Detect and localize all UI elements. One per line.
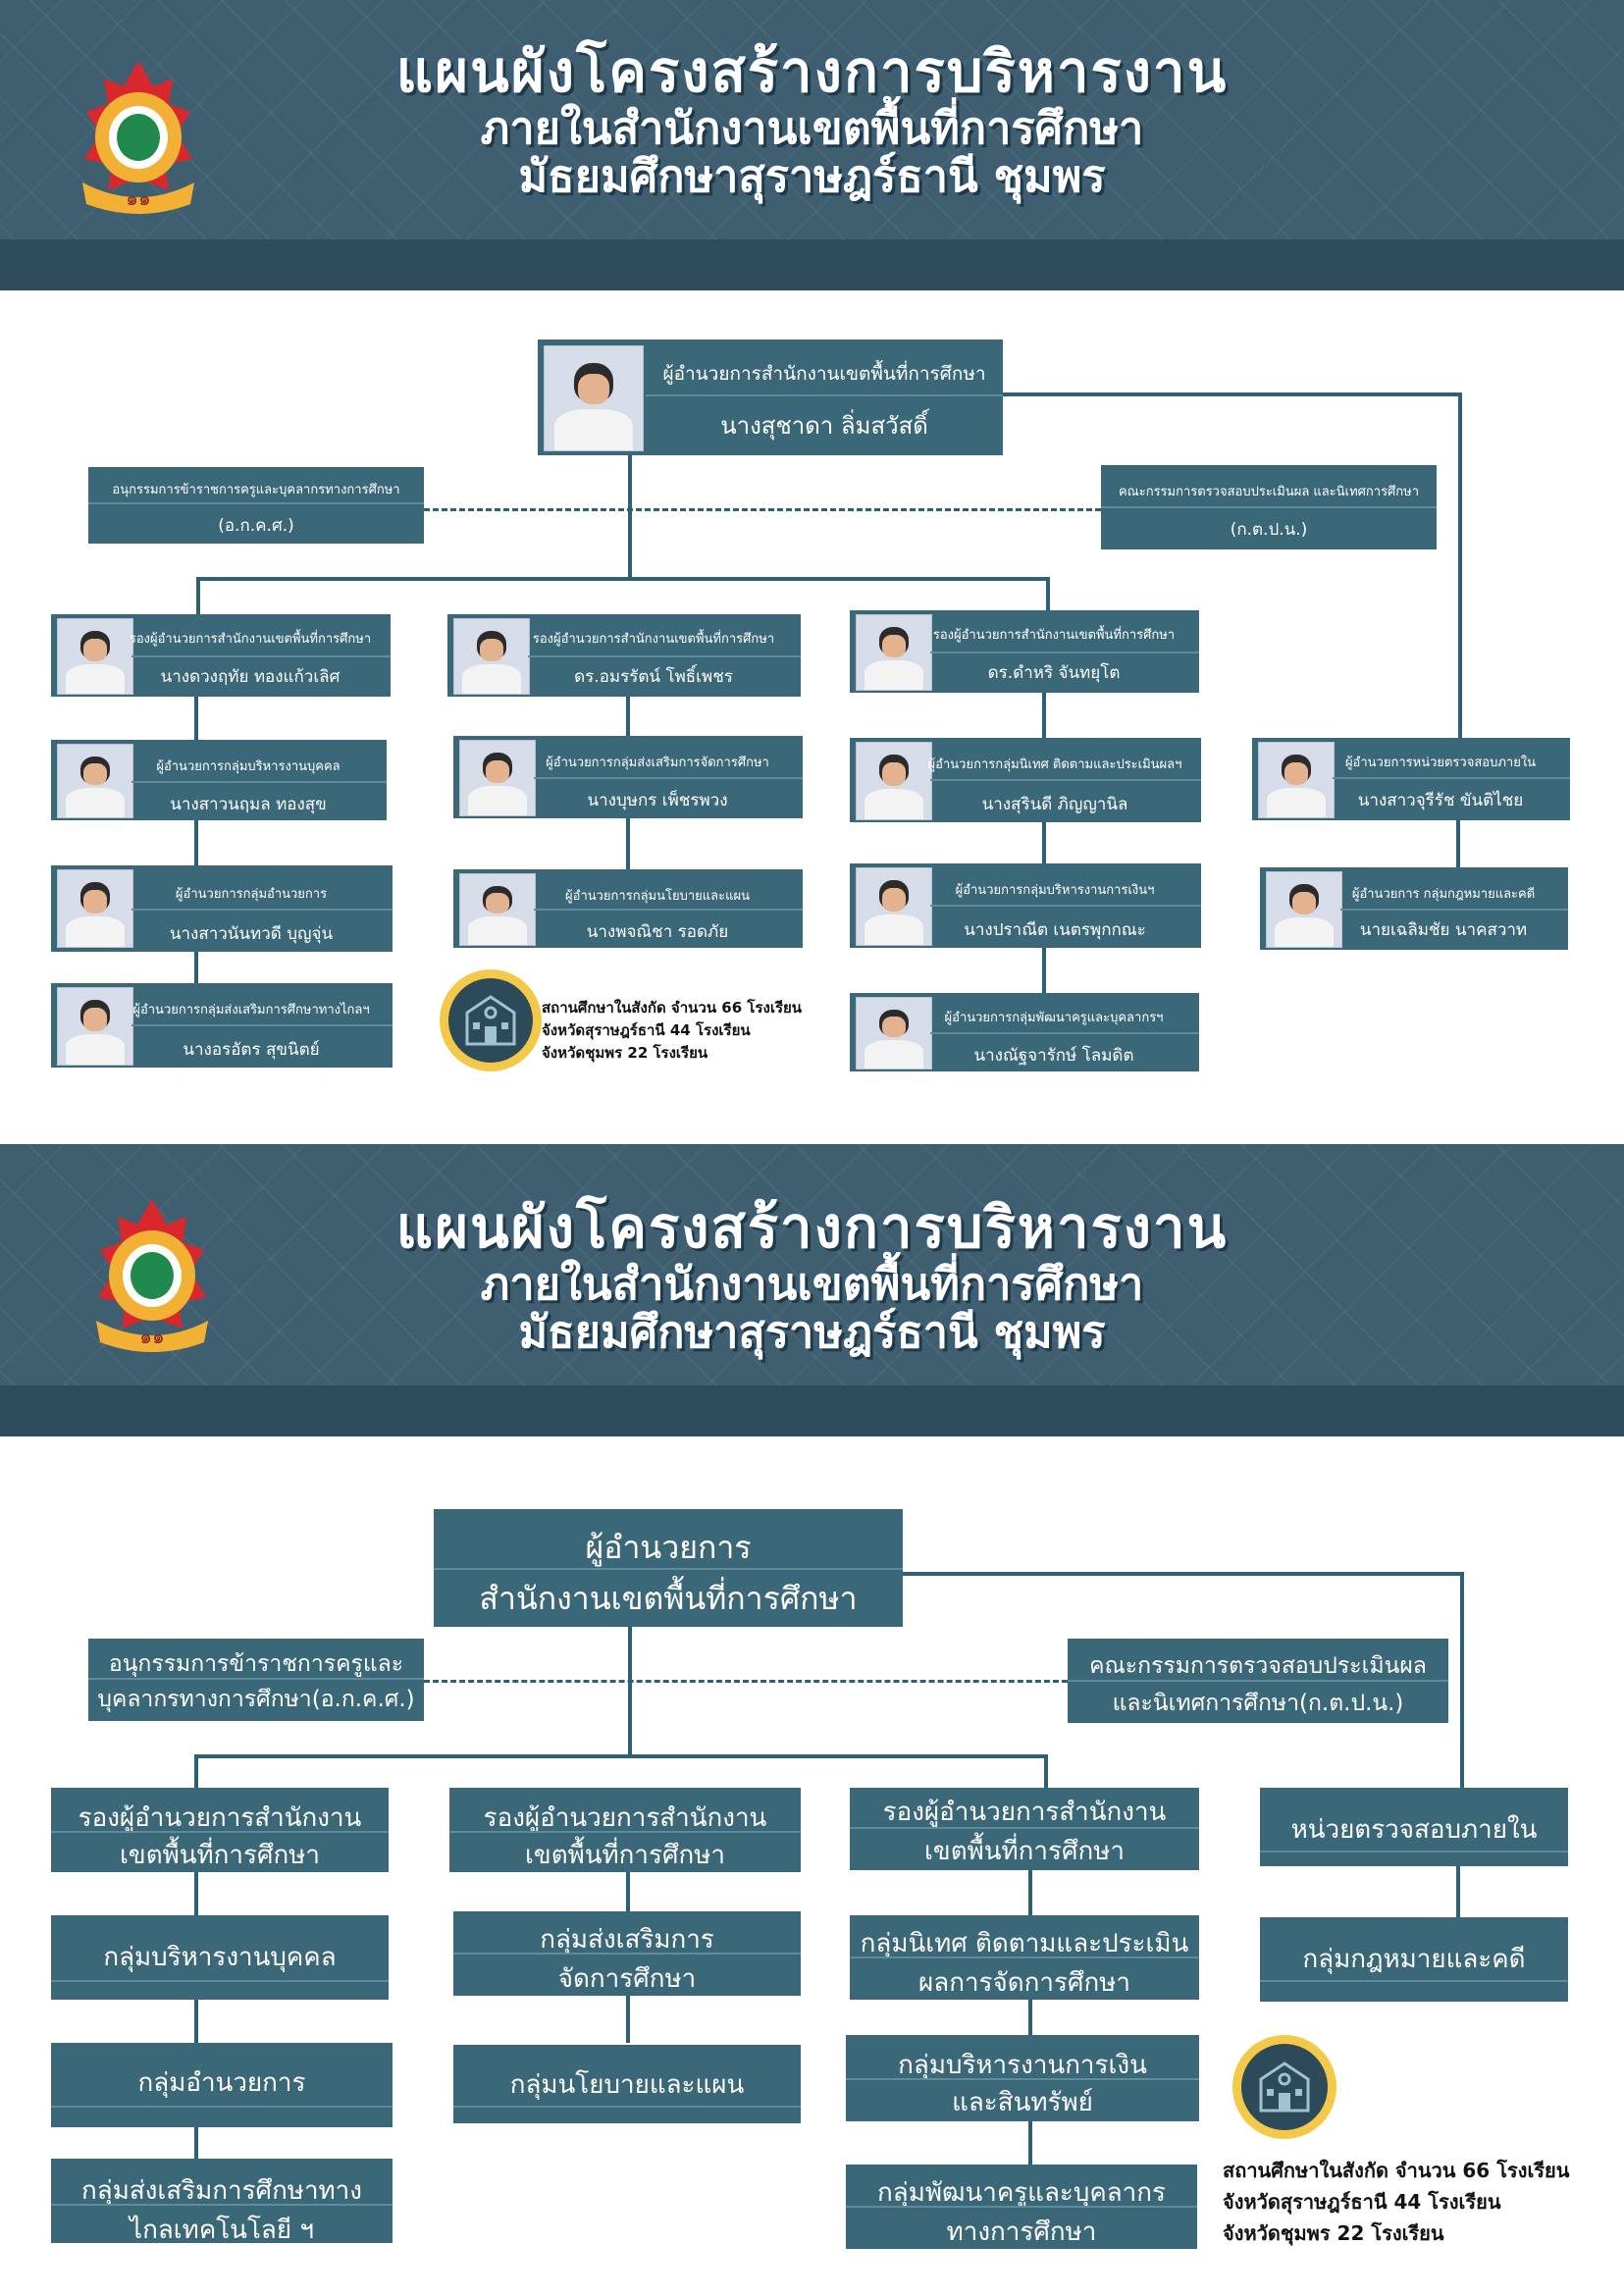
director-box: ผู้อำนวยการสำนักงานเขตพื้นที่การศึกษา นา… <box>538 339 1003 455</box>
group-box: ผู้อำนวยการกลุ่มส่งเสริมการศึกษาทางไกลฯ … <box>51 983 393 1068</box>
connector <box>628 451 632 579</box>
committee-right-box: คณะกรรมการตรวจสอบประเมินผล และนิเทศการศึ… <box>1101 465 1437 549</box>
school-count-info: สถานศึกษาในสังกัด จำนวน 66 โรงเรียน จังห… <box>1223 2159 1570 2245</box>
obec-logo: ๑๑ <box>82 61 194 214</box>
group-box: กลุ่มกฎหมายและคดี <box>1260 1917 1568 2002</box>
group-box: กลุ่มบริหารงานบุคคล <box>51 1915 389 2000</box>
director-name: นางสุชาดา ลิ่มสวัสดิ์ <box>720 412 928 440</box>
connector <box>1044 1754 1048 1790</box>
group-box: กลุ่มส่งเสริมการศึกษาทาง ไกลเทคโนโลยี ฯ <box>51 2159 393 2245</box>
committee-left-box: อนุกรรมการข้าราชการครูและบุคลากรทางการศึ… <box>88 467 424 544</box>
group-box: กลุ่มนิเทศ ติดตามและประเมิน ผลการจัดการศ… <box>850 1915 1199 2000</box>
dashed-connector <box>424 508 1101 511</box>
dashed-connector <box>424 1680 1068 1683</box>
director-role: ผู้อำนวยการสำนักงานเขตพื้นที่การศึกษา <box>662 363 986 385</box>
director-photo <box>544 345 644 451</box>
connector <box>1456 820 1460 879</box>
director-box: ผู้อำนวยการ สำนักงานเขตพื้นที่การศึกษา <box>434 1509 903 1627</box>
connector <box>1456 1866 1460 1919</box>
svg-text:๑๑: ๑๑ <box>139 1325 164 1348</box>
group-box: ผู้อำนวยการหน่วยตรวจสอบภายใน นางสาวจุรีร… <box>1252 738 1570 820</box>
group-box: กลุ่มอำนวยการ <box>51 2043 393 2127</box>
page-title-1: แผนผังโครงสร้างการบริหารงาน ภายในสำนักงา… <box>395 38 1229 203</box>
connector <box>1046 577 1050 616</box>
group-box: กลุ่มนโยบายและแผน <box>453 2045 801 2123</box>
connector <box>194 1754 1048 1758</box>
connector <box>194 1872 198 2163</box>
group-box: ผู้อำนวยการกลุ่มส่งเสริมการจัดการศึกษา น… <box>453 736 803 818</box>
header-banner-2 <box>0 1144 1624 1436</box>
building-icon <box>465 995 516 1046</box>
page-title-2: แผนผังโครงสร้างการบริหารงาน ภายในสำนักงา… <box>395 1194 1229 1359</box>
connector <box>194 1754 198 1790</box>
group-box: ผู้อำนวยการกลุ่มนโยบายและแผน นางพจณิชา ร… <box>453 869 803 948</box>
connector <box>196 577 1048 581</box>
connector <box>628 1625 632 1756</box>
deputy-box-2: รองผู้อำนวยการสำนักงาน เขตพื้นที่การศึกษ… <box>449 1788 801 1872</box>
committee-left-box: อนุกรรมการข้าราชการครูและ บุคลากรทางการศ… <box>88 1639 424 1721</box>
group-box: กลุ่มบริหารงานการเงิน และสินทรัพย์ <box>846 2035 1199 2121</box>
deputy-box-3: รองผู้อำนวยการสำนักงานเขตพื้นที่การศึกษา… <box>850 610 1199 693</box>
group-box: ผู้อำนวยการกลุ่มอำนวยการ นางสาวนันทวดี บ… <box>51 865 393 952</box>
connector <box>1001 392 1462 396</box>
svg-text:๑๑: ๑๑ <box>126 186 150 210</box>
group-box: ผู้อำนวยการกลุ่มพัฒนาครูและบุคลากรฯ นางณ… <box>850 993 1199 1071</box>
school-count-info: สถานศึกษาในสังกัด จำนวน 66 โรงเรียน จังห… <box>542 999 803 1062</box>
connector <box>1460 1572 1464 1788</box>
school-icon <box>440 969 542 1071</box>
obec-logo: ๑๑ <box>96 1199 208 1352</box>
group-box: ผู้อำนวยการกลุ่มบริหารงานบุคคล นางสาวนฤม… <box>51 740 387 820</box>
group-box: กลุ่มพัฒนาครูและบุคลากร ทางการศึกษา <box>846 2165 1197 2249</box>
connector <box>1458 392 1462 742</box>
header-banner-1 <box>0 0 1624 290</box>
deputy-box-2: รองผู้อำนวยการสำนักงานเขตพื้นที่การศึกษา… <box>447 614 801 697</box>
connector <box>196 577 200 616</box>
group-box: ผู้อำนวยการกลุ่มบริหารงานการเงินฯ นางปรา… <box>850 863 1201 948</box>
deputy-box-3: รองผู้อำนวยการสำนักงาน เขตพื้นที่การศึกษ… <box>850 1788 1199 1870</box>
connector <box>1028 1866 1032 2166</box>
deputy-box-1: รองผู้อำนวยการสำนักงานเขตพื้นที่การศึกษา… <box>51 614 391 697</box>
group-box: กลุ่มส่งเสริมการ จัดการศึกษา <box>453 1911 801 1996</box>
committee-right-box: คณะกรรมการตรวจสอบประเมินผล และนิเทศการศึ… <box>1068 1639 1448 1723</box>
deputy-box-1: รองผู้อำนวยการสำนักงาน เขตพื้นที่การศึกษ… <box>51 1788 389 1872</box>
connector <box>903 1572 1464 1576</box>
group-box: ผู้อำนวยการ กลุ่มกฎหมายและคดี นายเฉลิมชั… <box>1260 867 1568 950</box>
school-icon <box>1232 2035 1336 2139</box>
building-icon <box>1259 2061 1310 2113</box>
group-box: ผู้อำนวยการกลุ่มนิเทศ ติดตามและประเมินผล… <box>850 738 1201 822</box>
internal-audit-box: หน่วยตรวจสอบภายใน <box>1260 1788 1568 1866</box>
